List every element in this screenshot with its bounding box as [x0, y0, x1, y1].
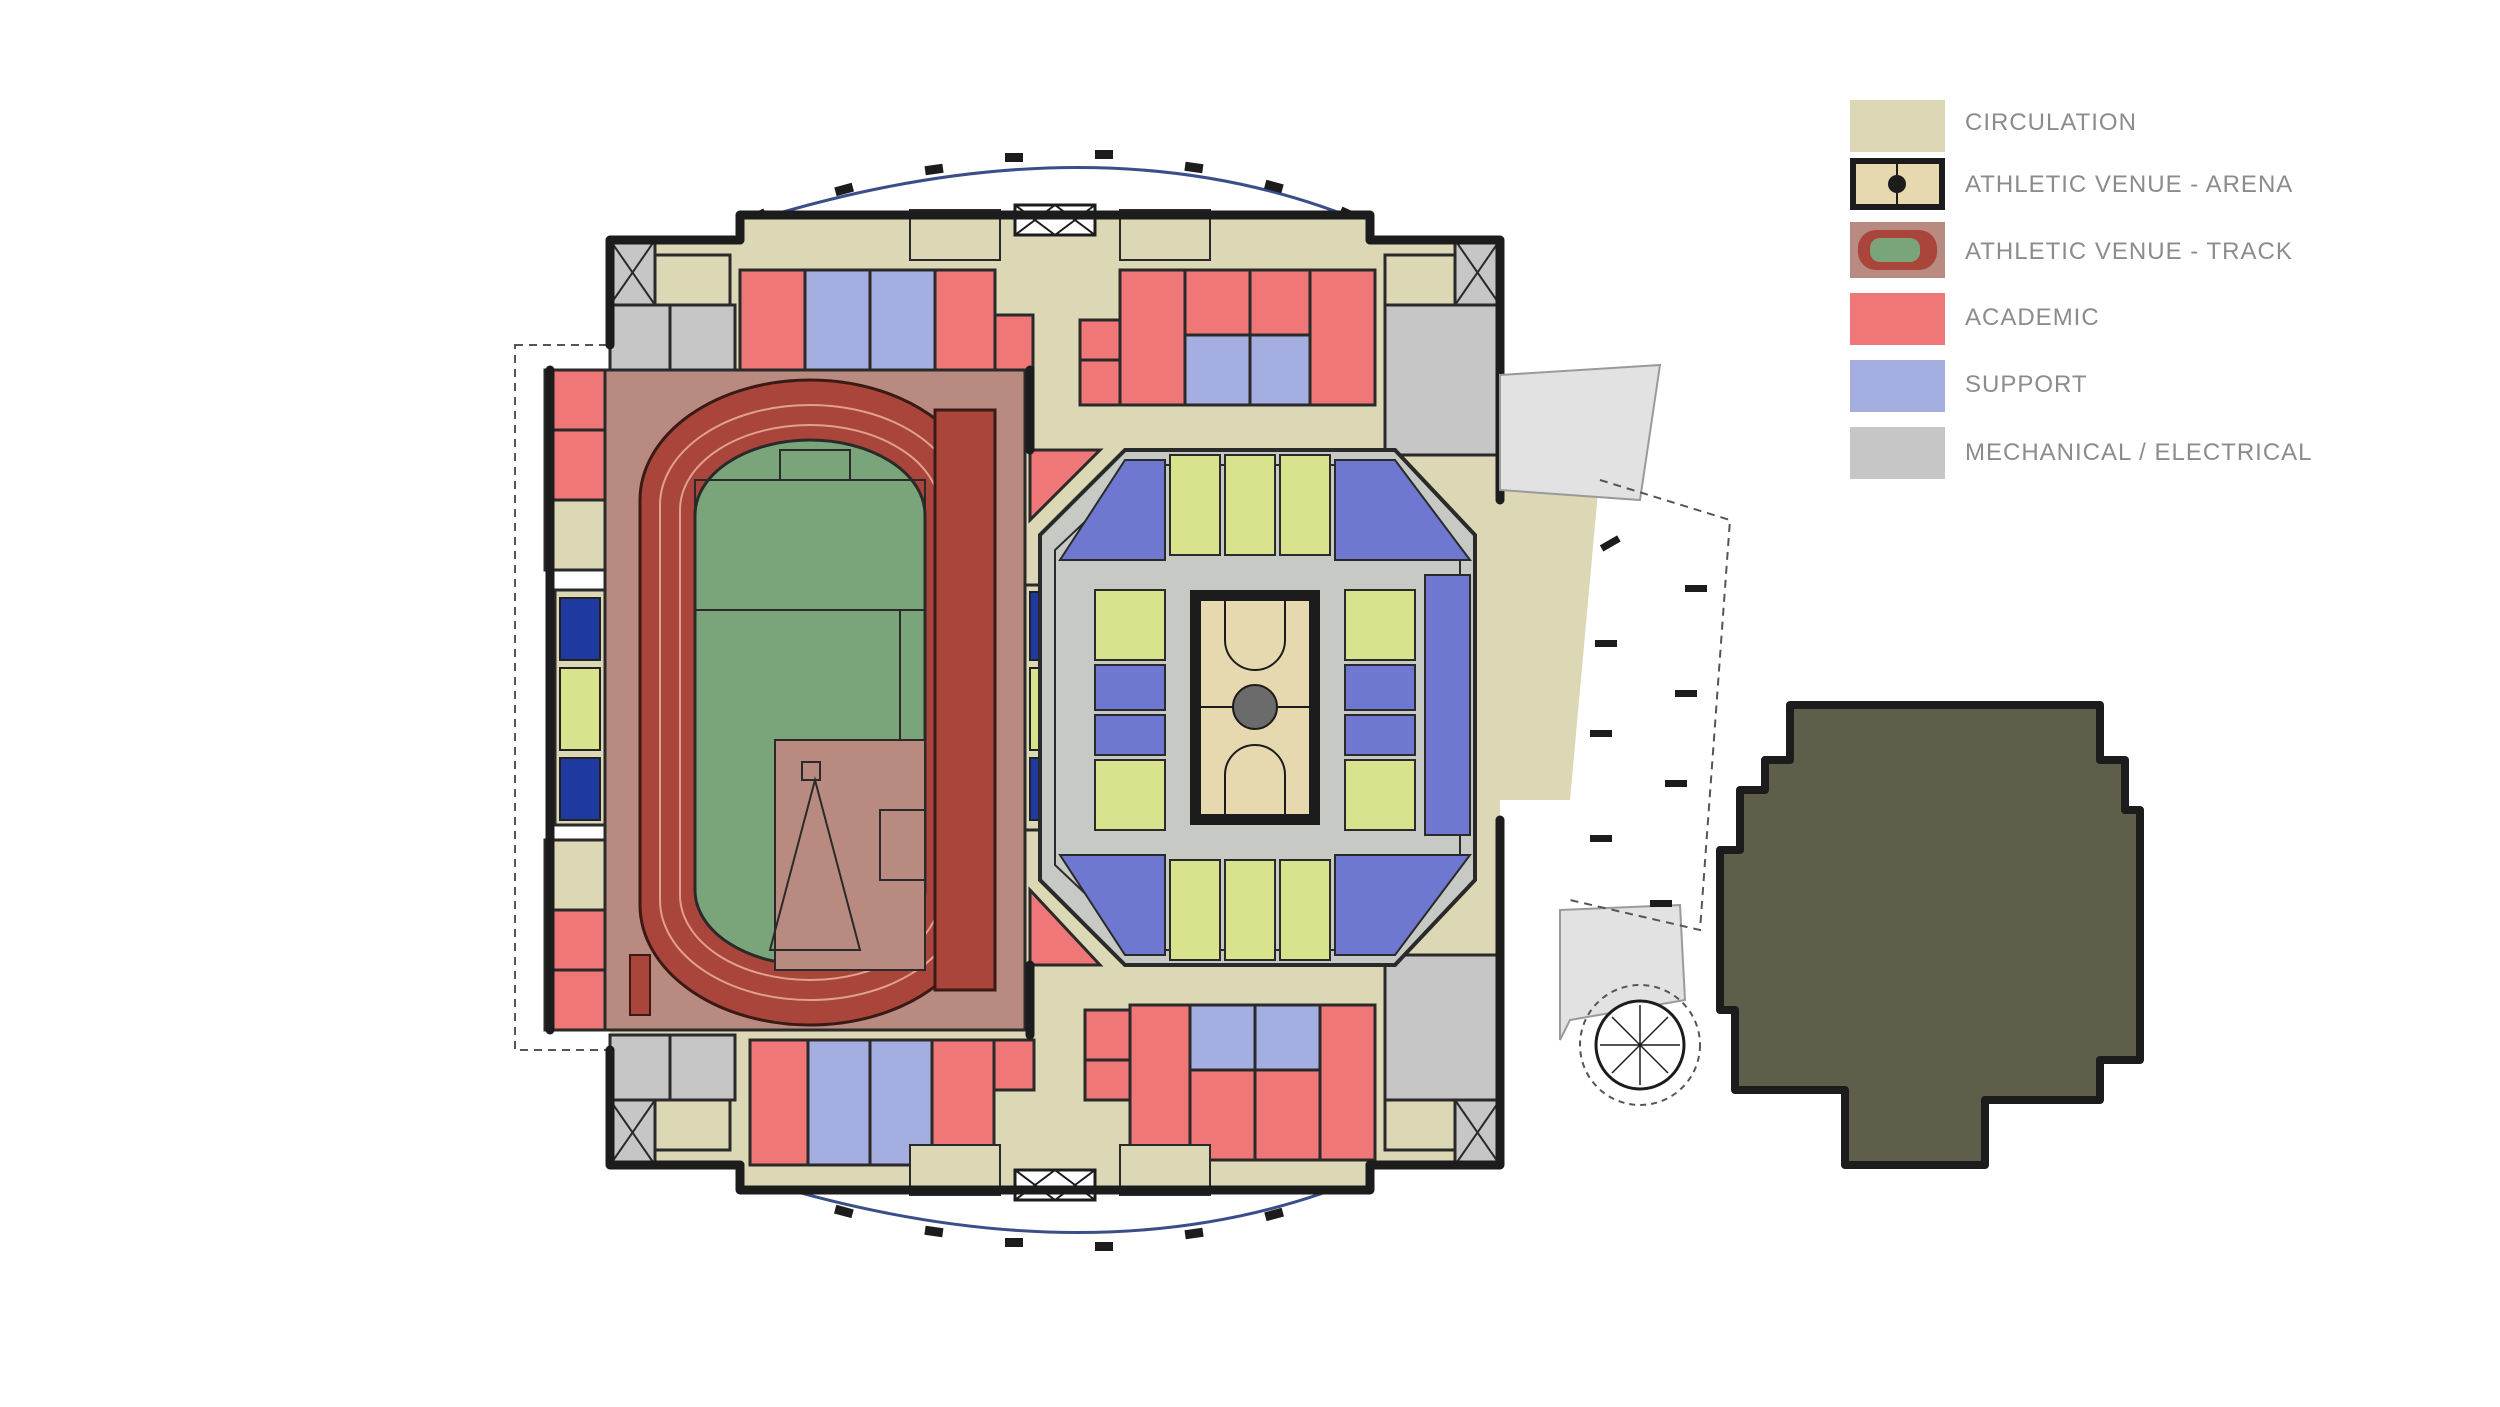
legend-label-mechanical: MECHANICAL / ELECTRICAL [1965, 439, 2313, 466]
swatch-academic [1850, 293, 1945, 345]
legend-item-circulation: CIRCULATION [1850, 100, 2137, 152]
legend-label-track: ATHLETIC VENUE - TRACK [1965, 238, 2293, 265]
east-plaza [1499, 363, 1732, 1106]
west-rooms [543, 368, 607, 1032]
legend-label-circulation: CIRCULATION [1965, 109, 2137, 136]
basketball-court-icon [1850, 158, 1945, 210]
legend-item-academic: ACADEMIC [1850, 293, 2100, 345]
legend: CIRCULATION ATHLETIC VENUE - ARENA ATHLE… [1850, 100, 2313, 479]
legend-item-arena: ATHLETIC VENUE - ARENA [1850, 158, 2293, 210]
north-rooms [738, 268, 1377, 407]
arena-venue [1028, 448, 1477, 967]
legend-item-track: ATHLETIC VENUE - TRACK [1850, 222, 2293, 278]
corner-cores [608, 238, 1502, 1167]
track-venue [603, 368, 1027, 1032]
existing-building [1716, 701, 2144, 1169]
legend-label-academic: ACADEMIC [1965, 304, 2100, 331]
exterior-walls [545, 210, 1505, 1195]
swatch-circulation [1850, 100, 1945, 152]
swatch-support [1850, 360, 1945, 412]
legend-item-mechanical: MECHANICAL / ELECTRICAL [1850, 427, 2313, 479]
swatch-mechanical [1850, 427, 1945, 479]
track-west-bleachers [553, 588, 607, 827]
legend-item-support: SUPPORT [1850, 360, 2088, 412]
legend-label-support: SUPPORT [1965, 371, 2088, 398]
running-track-icon [1850, 222, 1945, 278]
legend-label-arena: ATHLETIC VENUE - ARENA [1965, 171, 2293, 198]
